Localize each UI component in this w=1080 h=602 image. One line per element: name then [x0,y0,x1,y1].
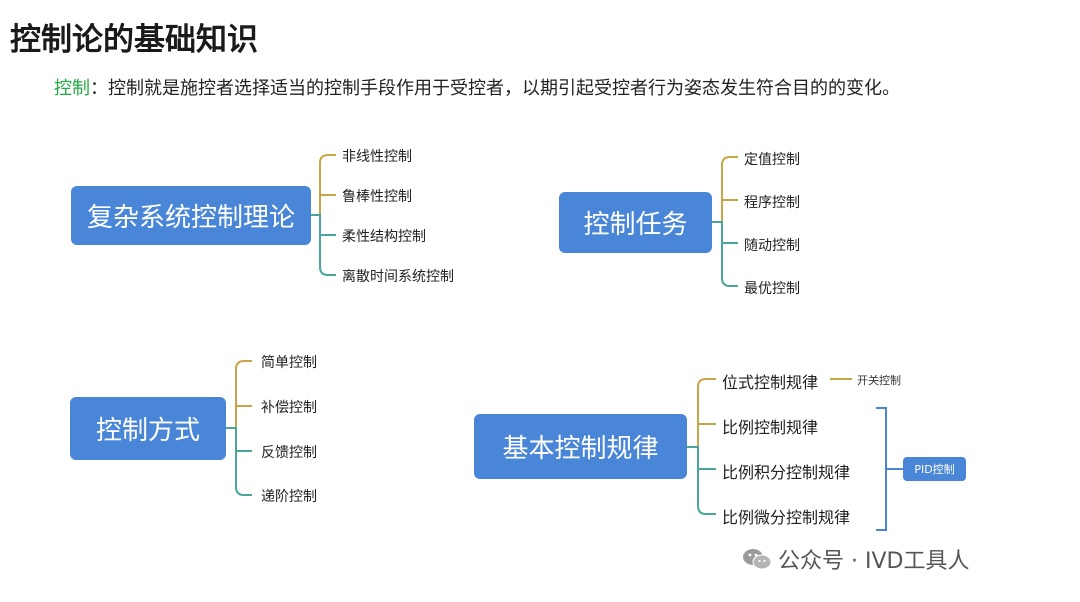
watermark: 公众号 · IVD工具人 [742,543,969,575]
definition-term: 控制 [54,78,90,99]
definition-line: 控制：控制就是施控者选择适当的控制手段作用于受控者，以期引起受控者行为姿态发生符… [54,74,900,100]
leaf-robust: 鲁棒性控制 [342,189,412,205]
wechat-icon [743,549,772,570]
leaf-simple: 简单控制 [261,355,317,371]
leaf-flexible: 柔性结构控制 [342,229,426,245]
leaf-pd-law: 比例微分控制规律 [722,508,851,527]
page-title: 控制论的基础知识 [10,22,258,58]
node-control-method: 控制方式 [70,397,226,460]
leaf-program: 程序控制 [744,195,800,211]
definition-text: ：控制就是施控者选择适当的控制手段作用于受控者，以期引起受控者行为姿态发生符合目… [90,78,900,99]
leaf-optimal: 最优控制 [744,281,800,297]
leaf-discrete: 离散时间系统控制 [342,269,454,285]
pid-control-badge: PID控制 [903,457,966,481]
leaf-compensation: 补偿控制 [261,400,317,416]
leaf-feedback: 反馈控制 [261,445,317,461]
watermark-text: 公众号 · IVD工具人 [778,549,970,574]
leaf-pi-law: 比例积分控制规律 [722,463,851,482]
leaf-proportional-law: 比例控制规律 [722,418,819,437]
leaf-setpoint: 定值控制 [744,152,800,168]
note-on-off-control: 开关控制 [857,374,901,387]
leaf-hierarchical: 递阶控制 [261,489,317,505]
node-complex-systems: 复杂系统控制理论 [71,186,311,245]
leaf-follow-up: 随动控制 [744,238,800,254]
leaf-nonlinear: 非线性控制 [342,149,412,165]
leaf-on-off-law: 位式控制规律 [722,373,819,392]
node-control-task: 控制任务 [559,192,712,253]
node-control-law: 基本控制规律 [474,414,687,479]
